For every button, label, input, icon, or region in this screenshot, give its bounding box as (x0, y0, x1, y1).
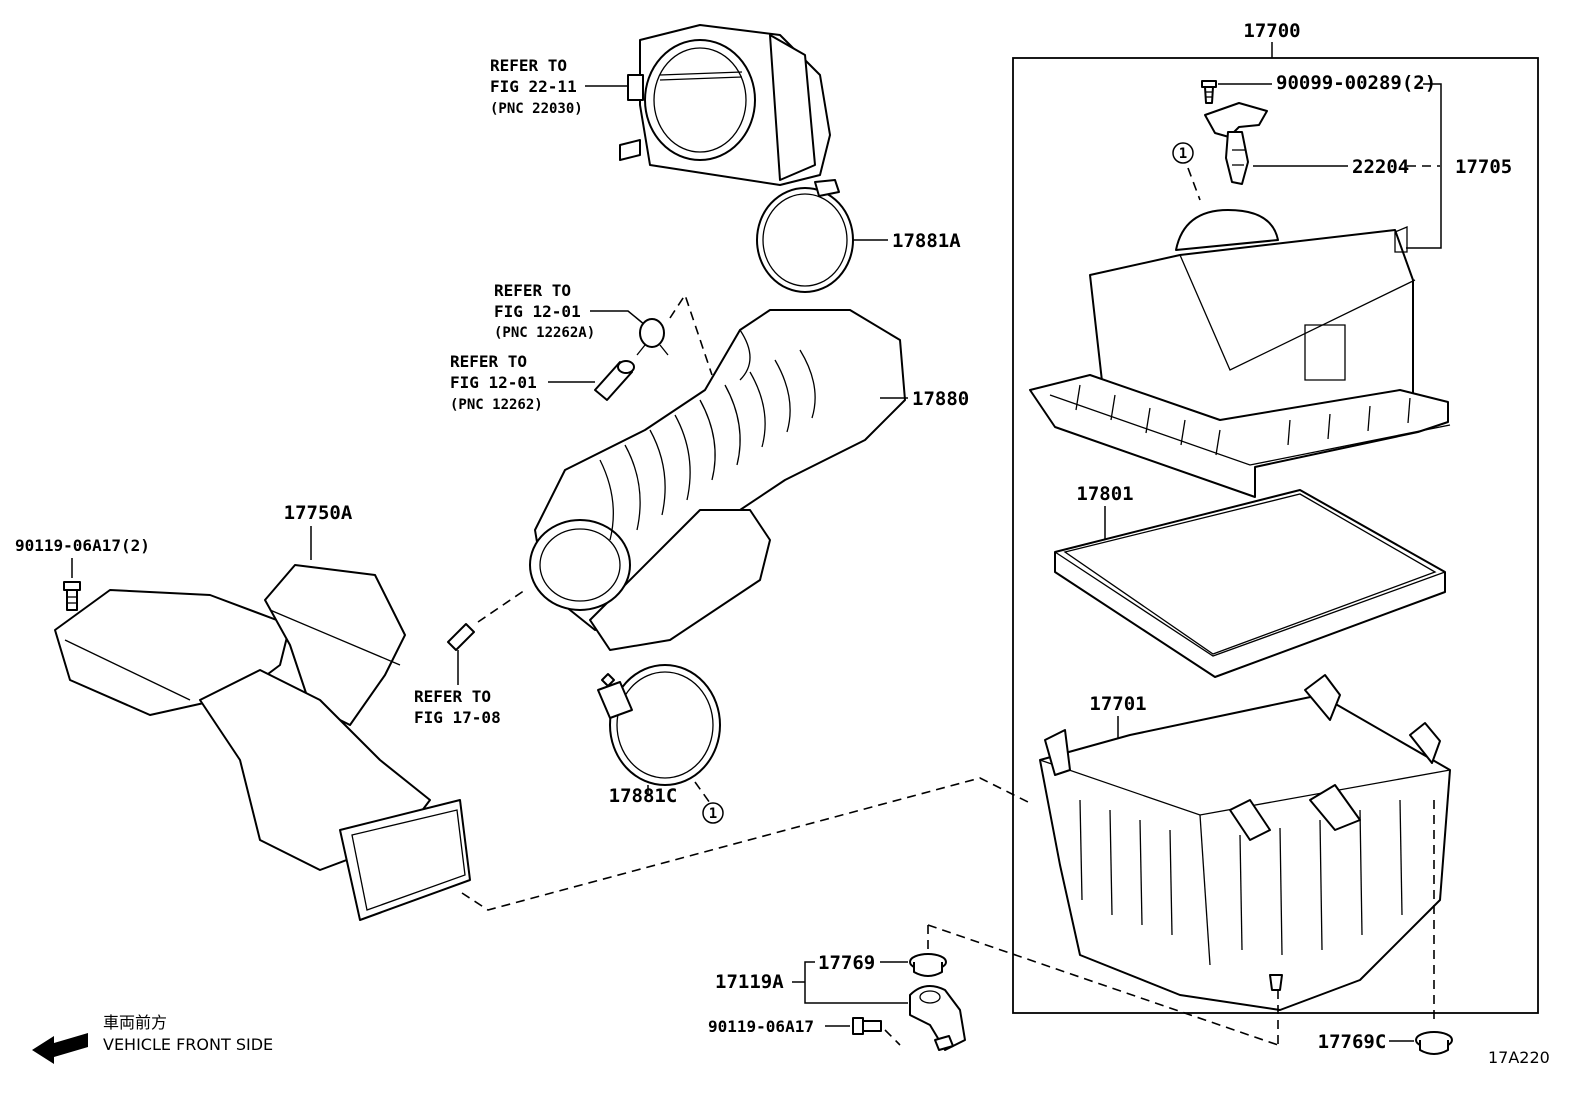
label-bolt-bottom: 90119-06A17 (708, 1017, 814, 1036)
label-cap-assy: 17705 (1455, 156, 1512, 178)
label-screw-top: 90099-00289(2) (1276, 72, 1436, 94)
air-cleaner-case (1039, 674, 1451, 1011)
ref-throttle-2: FIG 22-11 (490, 77, 577, 96)
ref-clip-2: FIG 12-01 (494, 302, 581, 321)
front-arrow-icon (32, 1033, 88, 1064)
svg-text:1: 1 (709, 806, 717, 822)
label-grommet-c: 17769C (1318, 1031, 1387, 1053)
ref-pipe-3: (PNC 12262) (450, 397, 543, 413)
label-assy: 17700 (1243, 20, 1300, 42)
clamp-c-icon (597, 664, 721, 786)
ref-intake-2: FIG 17-08 (414, 708, 501, 727)
ref-pipe-2: FIG 12-01 (450, 373, 537, 392)
grommet-icon (909, 953, 947, 977)
svg-text:1: 1 (1179, 146, 1187, 162)
airflow-sensor-icon (1204, 102, 1268, 185)
label-clamp-c: 17881C (609, 785, 678, 807)
label-sensor: 22204 (1352, 156, 1409, 178)
label-grommet: 17769 (818, 952, 875, 974)
assy-box (1012, 57, 1539, 1014)
label-bracket: 17119A (715, 971, 784, 993)
screw-top-icon (1201, 80, 1217, 104)
bolt-bottom-icon (852, 1017, 882, 1035)
bolt-left-icon (63, 581, 81, 611)
front-side-en: VEHICLE FRONT SIDE (103, 1035, 273, 1054)
pipe-icon (594, 360, 635, 401)
label-case: 17701 (1089, 693, 1146, 715)
label-bolt-left: 90119-06A17(2) (15, 536, 150, 555)
ref-intake-1: REFER TO (414, 687, 491, 706)
label-inlet: 17750A (284, 502, 353, 524)
air-cleaner-cap (1029, 209, 1451, 498)
callout-lower-icon (702, 802, 724, 824)
label-clamp-a: 17881A (892, 230, 961, 252)
throttle-body (619, 24, 831, 186)
grommet-c-icon (1415, 1031, 1453, 1055)
air-filter-element (1054, 489, 1446, 678)
ref-clip-3: (PNC 12262A) (494, 325, 595, 341)
figure-code: 17A220 (1488, 1048, 1550, 1067)
front-side-jp: 車両前方 (103, 1013, 167, 1032)
ref-pipe-1: REFER TO (450, 352, 527, 371)
ref-throttle-3: (PNC 22030) (490, 101, 583, 117)
small-pipe-icon (447, 623, 475, 651)
bracket-icon (909, 985, 966, 1051)
clip-icon (636, 318, 669, 356)
label-element: 17801 (1076, 483, 1133, 505)
ref-throttle-1: REFER TO (490, 56, 567, 75)
air-inlet (54, 564, 471, 921)
label-hose: 17880 (912, 388, 969, 410)
air-hose (529, 309, 906, 651)
clamp-a-icon (756, 179, 854, 293)
ref-clip-1: REFER TO (494, 281, 571, 300)
callout-upper-icon (1172, 142, 1194, 164)
